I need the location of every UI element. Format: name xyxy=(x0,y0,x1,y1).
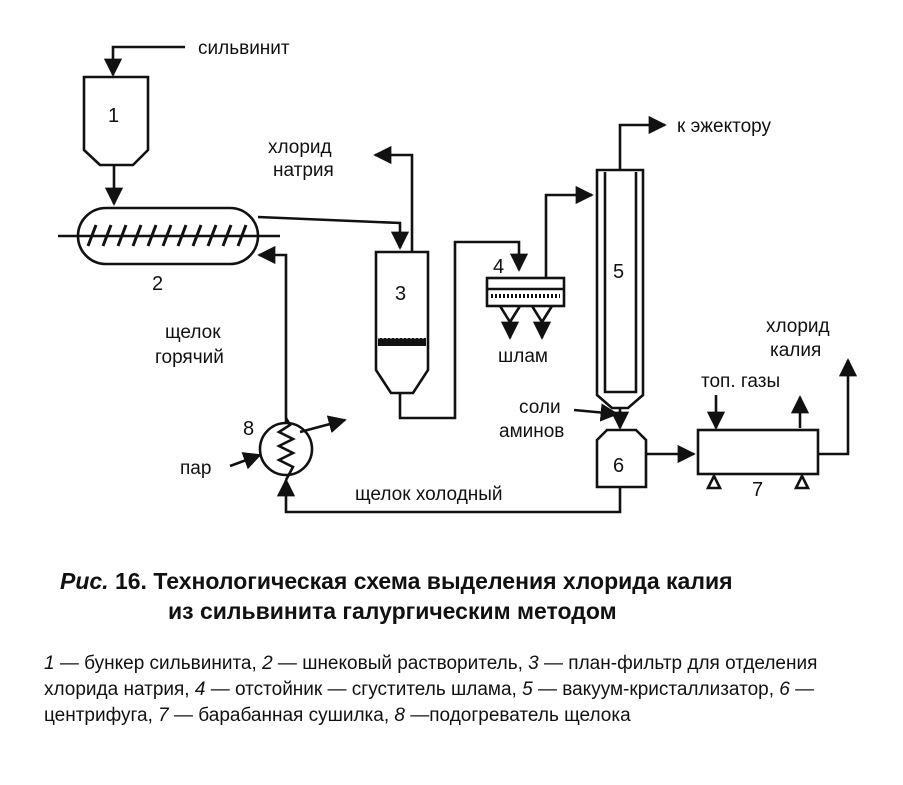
ejector-line xyxy=(618,115,667,170)
steam-line xyxy=(229,452,262,470)
figure-legend: 1 — бункер сильвинита, 2 — шнековый раст… xyxy=(44,651,864,729)
label-hot-liquor-line1: щелок xyxy=(165,322,221,343)
screw-dissolver-2 xyxy=(58,206,280,266)
process-flow-diagram: сильвинит хлорид натрия к эжектору шлам … xyxy=(58,38,858,514)
label-nacl-line1: хлорид xyxy=(268,137,332,158)
label-sludge: шлам xyxy=(498,346,548,367)
label-nacl-line2: натрия xyxy=(273,160,334,181)
legend-text-2: — шнековый растворитель, xyxy=(277,653,529,674)
settler-thickener-4 xyxy=(485,276,566,340)
kcl-out-line xyxy=(818,358,858,456)
label-kcl-line2: калия xyxy=(770,340,821,361)
legend-text-6: — центрифуга, xyxy=(44,679,815,726)
legend-text-1: — бункер сильвинита, xyxy=(59,653,263,674)
legend-text-3: — план-фильтр для отделения хлорида натр… xyxy=(44,653,818,700)
label-amine-salts-line1: соли xyxy=(519,397,561,418)
figure-caption: Рис. 16. Технологическая схема выделения… xyxy=(60,566,890,626)
label-flue-gases: топ. газы xyxy=(701,371,780,392)
label-cold-liquor: щелок холодный xyxy=(355,484,503,505)
filter-to-settler-line xyxy=(398,240,529,420)
legend-text-5: — вакуум-кристаллизатор, xyxy=(537,679,780,700)
label-to-ejector: к эжектору xyxy=(677,116,771,137)
legend-text-4: — отстойник — сгуститель шлама, xyxy=(210,679,523,700)
drum-dryer-7 xyxy=(696,428,820,490)
number-6: 6 xyxy=(613,455,624,477)
centrifuge-6 xyxy=(595,428,648,489)
legend-num-4: 4 xyxy=(194,679,206,700)
legend-text-8: —подогреватель щелока xyxy=(410,705,631,726)
liquor-heater-8 xyxy=(258,415,347,481)
label-kcl-line1: хлорид xyxy=(766,316,830,337)
hot-liquor-line xyxy=(257,245,288,423)
caption-line2: из сильвинита галургическим методом xyxy=(168,598,617,624)
amine-salts-line xyxy=(573,403,619,422)
number-4: 4 xyxy=(493,256,504,278)
legend-num-2: 2 xyxy=(262,653,273,674)
number-8: 8 xyxy=(243,418,254,440)
label-amine-salts-line2: аминов xyxy=(499,421,564,442)
legend-num-3: 3 xyxy=(528,653,539,674)
label-silvinit: сильвинит xyxy=(198,38,290,59)
cold-liquor-line xyxy=(276,478,622,514)
label-steam: пар xyxy=(180,458,211,479)
label-hot-liquor-line2: горячий xyxy=(155,347,224,368)
number-7: 7 xyxy=(752,479,763,501)
bunker-1 xyxy=(82,75,150,167)
legend-num-5: 5 xyxy=(522,679,533,700)
legend-num-1: 1 xyxy=(44,653,55,674)
dissolver-to-filter-line xyxy=(257,215,410,250)
legend-num-8: 8 xyxy=(394,705,405,726)
plan-filter-3 xyxy=(374,250,430,395)
number-2: 2 xyxy=(152,273,163,295)
vacuum-crystallizer-5 xyxy=(595,168,645,410)
number-5: 5 xyxy=(613,261,624,283)
silvinit-feed-line xyxy=(103,45,185,77)
legend-text-7: — барабанная сушилка, xyxy=(174,705,395,726)
caption-prefix: Рис. xyxy=(60,568,109,594)
number-1: 1 xyxy=(108,105,119,127)
caption-line1: Технологическая схема выделения хлорида … xyxy=(153,568,733,594)
caption-number: 16. xyxy=(114,568,147,594)
nacl-out-line xyxy=(373,145,414,252)
legend-num-6: 6 xyxy=(779,679,790,700)
number-3: 3 xyxy=(395,283,406,305)
settler-to-crystallizer-line xyxy=(544,185,594,278)
legend-num-7: 7 xyxy=(158,705,169,726)
